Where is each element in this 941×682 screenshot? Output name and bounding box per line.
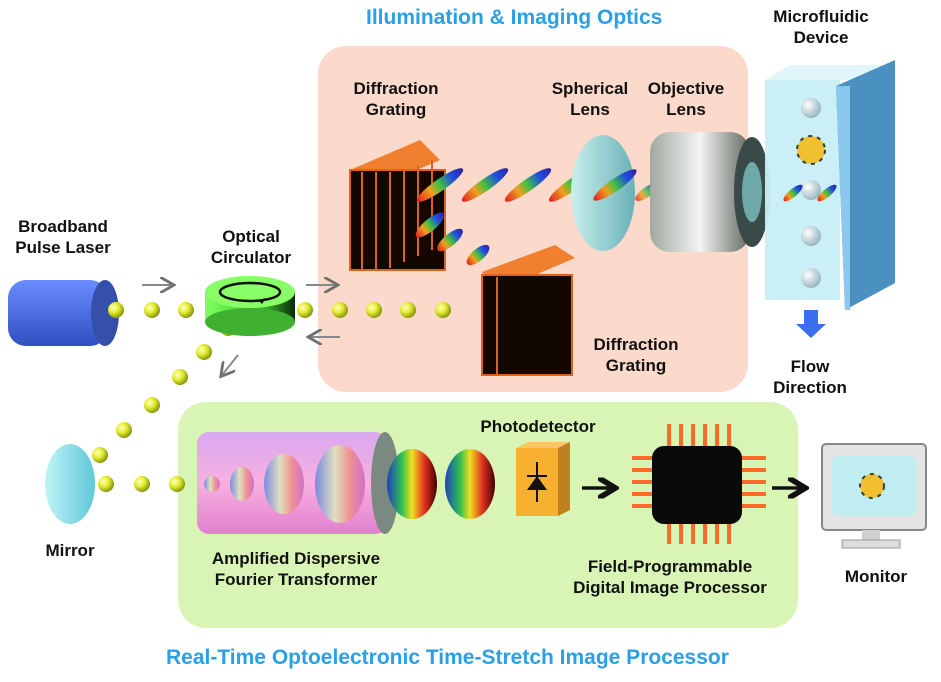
diffraction-grating-top-icon [349,140,446,271]
flow-direction-arrow-icon [796,310,826,338]
dispersive-fiber-icon [197,432,495,534]
photodetector-label: Photodetector [480,417,596,436]
objective-lens-icon [650,132,770,252]
photodetector-icon [516,442,570,516]
monitor-icon [821,443,927,549]
mirror-label: Mirror [45,541,95,560]
optical-circulator-icon [205,276,295,336]
fpga-chip-icon [632,424,766,544]
microfluidic-device-icon [765,60,895,310]
optical-pulses [92,302,451,492]
illumination-optics-title: Illumination & Imaging Optics [366,6,663,29]
diffraction-grating-bottom-icon [481,245,575,376]
broadband-laser-icon [8,280,119,346]
image-processor-title: Real-Time Optoelectronic Time-Stretch Im… [166,646,729,669]
mirror-icon [45,444,95,524]
target-cell-icon [796,135,826,165]
monitor-label: Monitor [844,567,908,586]
